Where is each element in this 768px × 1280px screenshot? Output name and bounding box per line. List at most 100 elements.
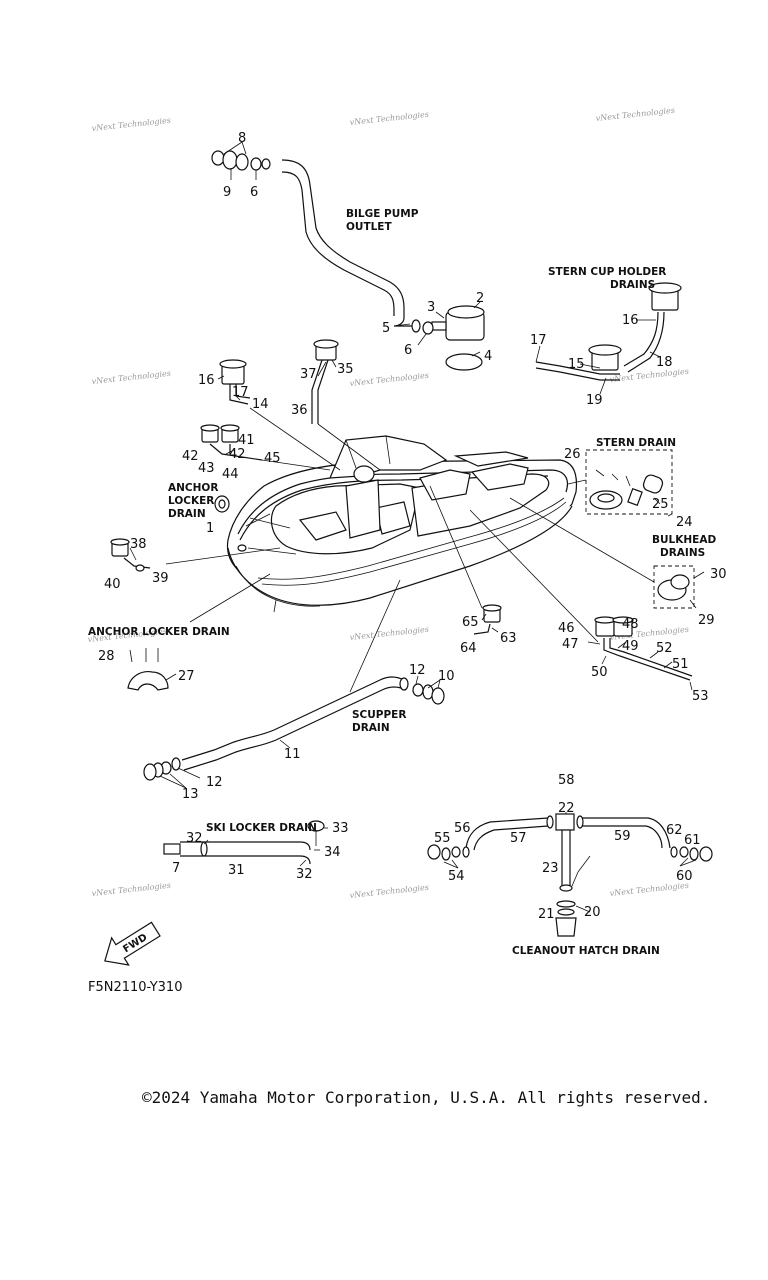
callout-number: 25 — [652, 497, 669, 512]
section-label: LOCKER — [168, 495, 214, 507]
callout-number: 33 — [332, 821, 349, 836]
cockpit — [270, 483, 421, 555]
diagram-code: F5N2110-Y310 — [88, 980, 182, 995]
fwd-arrow-shape — [104, 921, 161, 966]
callout-number: 9 — [223, 185, 231, 200]
fwd-arrow: FWD — [104, 921, 161, 966]
callout-number: 13 — [182, 787, 199, 802]
drain-hose — [603, 638, 691, 681]
cup-holder-rim — [648, 282, 682, 294]
callout-number: 12 — [409, 663, 426, 678]
callout-number: 24 — [676, 515, 693, 530]
callout-number: 45 — [264, 451, 281, 466]
fitting-part — [427, 844, 441, 860]
callout-number: 63 — [500, 631, 517, 646]
callout-number: 16 — [198, 373, 215, 388]
ski-locker-hose — [180, 855, 311, 865]
callout-number: 14 — [252, 397, 269, 412]
callout-number: 22 — [558, 801, 575, 816]
callout-number: 38 — [130, 537, 147, 552]
callout-number: 12 — [206, 775, 223, 790]
callout-number: 37 — [300, 367, 317, 382]
thru-hull-fitting — [555, 917, 577, 937]
washer-part — [235, 153, 249, 171]
section-label: ANCHOR LOCKER DRAIN — [88, 626, 230, 638]
drain-hose — [311, 359, 323, 424]
bow-drain-group — [110, 538, 151, 572]
pump-base — [445, 353, 483, 371]
section-label: DRAIN — [168, 508, 206, 520]
anchor-locker-drain-fitting — [214, 495, 230, 513]
drain-hose — [582, 825, 663, 849]
drain-hose — [473, 623, 491, 635]
callout-number: 57 — [510, 831, 527, 846]
callout-number: 42 — [182, 449, 199, 464]
callout-number: 4 — [484, 349, 492, 364]
callout-number: 29 — [698, 613, 715, 628]
callout-number: 3 — [427, 300, 435, 315]
drain-hose — [627, 311, 665, 373]
section-label: BILGE PUMP — [346, 208, 419, 220]
watermark: vNext Technologies — [349, 883, 429, 900]
steering-wheel — [353, 465, 375, 483]
fitting-part — [211, 150, 225, 166]
cup-holder-rim — [110, 538, 130, 546]
clamp-part — [261, 158, 271, 170]
section-label: ANCHOR — [168, 482, 218, 494]
callout-number: 55 — [434, 831, 451, 846]
drain-cover — [127, 671, 169, 691]
callout-number: 17 — [530, 333, 547, 348]
callout-numbers: 8 9 6 3 2 5 6 4 16 17 14 37 35 36 17 15 … — [98, 131, 727, 922]
callout-number: 54 — [448, 869, 465, 884]
drain-hose — [317, 359, 329, 424]
drain-hose — [535, 361, 620, 375]
callout-number: 1 — [206, 521, 214, 536]
hull-leader-lines — [165, 407, 655, 693]
drain-hose — [123, 557, 151, 569]
callout-number: 58 — [558, 773, 575, 788]
nut-part — [679, 846, 689, 858]
pump-outlet — [431, 321, 447, 331]
callout-number: 43 — [198, 461, 215, 476]
section-label: CLEANOUT HATCH DRAIN — [512, 945, 660, 957]
cup-holder-rim — [200, 424, 220, 432]
nut-part — [451, 846, 461, 858]
nut-part — [412, 683, 424, 697]
tee-fitting — [555, 813, 575, 831]
section-label: DRAINS — [660, 547, 705, 559]
cup-holder-rim — [594, 616, 616, 624]
callout-number: 49 — [622, 639, 639, 654]
callout-number: 34 — [324, 845, 341, 860]
callout-number: 7 — [172, 861, 180, 876]
callout-number: 52 — [656, 641, 673, 656]
drain-hose — [609, 638, 693, 677]
clamp-part — [399, 677, 409, 691]
scupper-drain-group — [143, 675, 445, 789]
section-label: BULKHEAD — [652, 534, 716, 546]
washer-part — [689, 847, 699, 861]
cup-holder-rim — [612, 616, 634, 624]
bulkhead-drain-group — [653, 565, 705, 609]
drain-hose — [465, 817, 549, 849]
section-label: SKI LOCKER DRAIN — [206, 822, 317, 834]
clamp-part — [411, 319, 421, 333]
callout-number: 40 — [104, 577, 121, 592]
section-labels: BILGE PUMP OUTLET STERN CUP HOLDER DRAIN… — [88, 208, 716, 957]
callout-number: 44 — [222, 467, 239, 482]
mid-cup-holder-drain — [473, 604, 502, 635]
outlet-hose — [281, 159, 412, 327]
clamp-part — [171, 757, 181, 771]
fitting-part — [699, 846, 713, 862]
section-label: SCUPPER — [352, 709, 406, 721]
section-label: OUTLET — [346, 221, 392, 233]
section-label: STERN CUP HOLDER — [548, 266, 666, 278]
clamp-part — [559, 884, 573, 892]
hull-bottom — [227, 505, 573, 606]
callout-number: 62 — [666, 823, 683, 838]
clamp-part — [546, 815, 554, 829]
callout-number: 32 — [186, 831, 203, 846]
cup-holder-rim — [313, 339, 339, 349]
drain-hose — [582, 817, 671, 849]
drain-hose — [623, 311, 659, 367]
